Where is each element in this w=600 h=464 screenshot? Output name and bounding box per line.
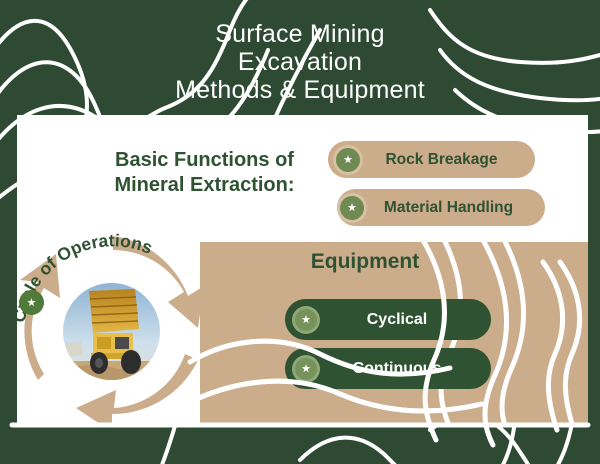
equipment-title: Equipment <box>310 250 420 273</box>
equipment-pill-label: Cyclical <box>366 310 428 328</box>
page-title: Surface Mining Excavation Methods & Equi… <box>175 20 425 104</box>
equipment-pill-cyclical[interactable]: Cyclical <box>285 299 491 340</box>
headline-text: Basic Functions of Mineral Extraction: <box>114 149 295 196</box>
star-badge-icon <box>295 357 317 380</box>
equipment-pill-label: Continuous <box>352 359 442 377</box>
function-pill-label: Material Handling <box>383 198 514 216</box>
function-pill-material-handling[interactable]: Material Handling <box>337 189 545 226</box>
star-badge-icon <box>295 308 317 331</box>
star-badge-icon <box>340 195 364 220</box>
equipment-pill-continuous[interactable]: Continuous <box>285 348 491 389</box>
star-badge-icon <box>336 147 360 172</box>
function-pill-rock-breakage[interactable]: Rock Breakage <box>328 141 535 178</box>
function-pill-label: Rock Breakage <box>385 150 498 168</box>
cycle-of-operations-group: Cycle of Operations <box>17 230 208 425</box>
content-card: Basic Functions of Mineral Extraction: <box>17 115 588 425</box>
cycle-star-badge-icon <box>19 290 44 315</box>
cycle-label-arc: Cycle of Operations <box>17 230 156 324</box>
